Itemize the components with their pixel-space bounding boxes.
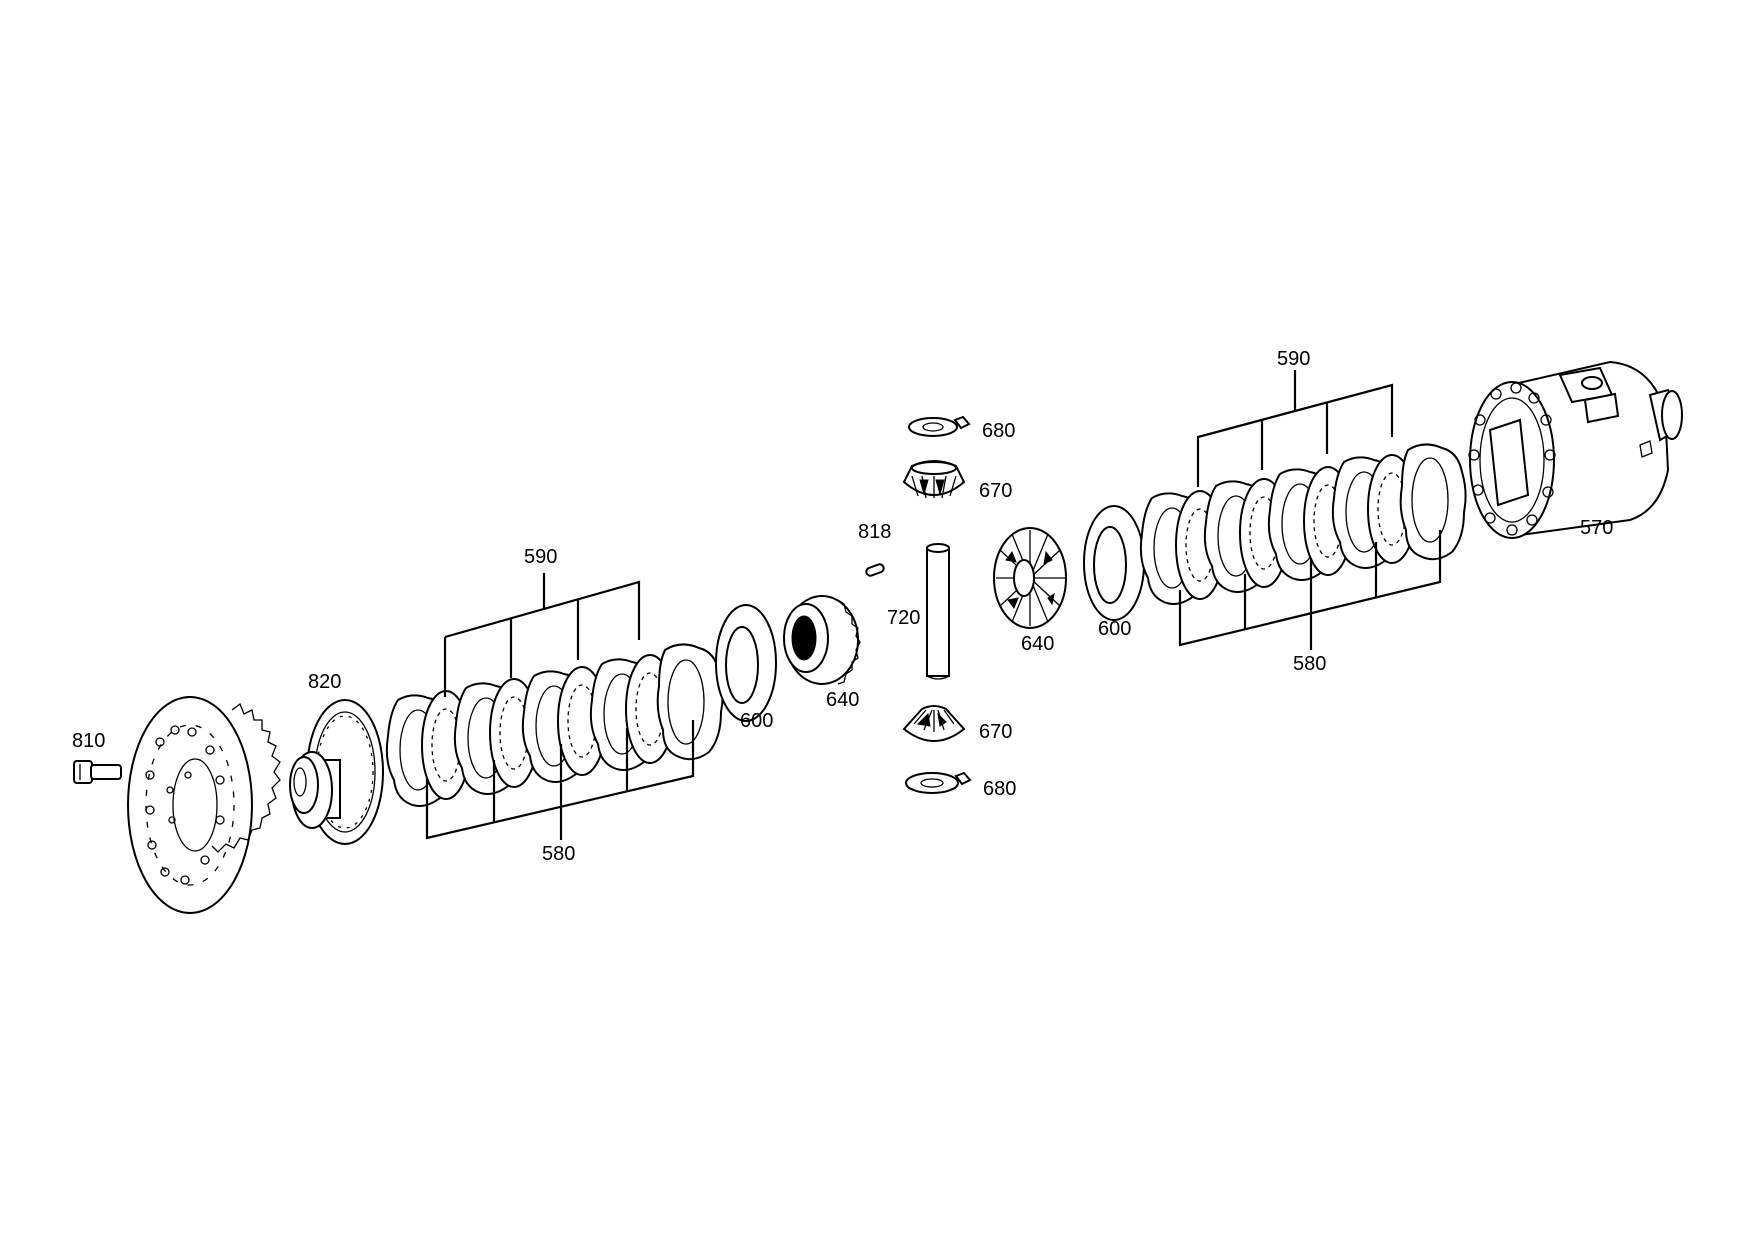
callout-labels: 810 820 590 580 600 640 818 720 680 670 … bbox=[72, 348, 1613, 865]
right-disc-pack bbox=[1139, 370, 1467, 650]
callout-580-right: 580 bbox=[1293, 653, 1326, 675]
left-disc-pack bbox=[385, 573, 724, 840]
part-640-right-gear bbox=[993, 527, 1067, 629]
callout-590-right: 590 bbox=[1277, 348, 1310, 370]
part-680-bottom-washer bbox=[905, 771, 972, 794]
callout-720: 720 bbox=[887, 607, 920, 629]
callout-680-top: 680 bbox=[982, 420, 1015, 442]
part-670-top-pinion bbox=[902, 460, 966, 499]
part-818-pin bbox=[865, 563, 885, 577]
part-600-left-washer bbox=[715, 604, 777, 722]
callout-640-left: 640 bbox=[826, 689, 859, 711]
callout-820: 820 bbox=[308, 671, 341, 693]
callout-600-left: 600 bbox=[740, 710, 773, 732]
callout-670-top: 670 bbox=[979, 480, 1012, 502]
callout-570: 570 bbox=[1580, 517, 1613, 539]
part-570-housing bbox=[1468, 360, 1683, 539]
callout-818: 818 bbox=[858, 521, 891, 543]
part-820-hub bbox=[289, 699, 384, 845]
callout-670-bottom: 670 bbox=[979, 721, 1012, 743]
part-810-bolt bbox=[73, 760, 122, 784]
part-720-shaft bbox=[926, 543, 950, 680]
callout-600-right: 600 bbox=[1098, 618, 1131, 640]
ring-gear bbox=[127, 696, 281, 914]
part-640-left-gear bbox=[783, 595, 861, 685]
callout-580-left: 580 bbox=[542, 843, 575, 865]
part-680-top-washer bbox=[908, 415, 971, 437]
callout-680-bottom: 680 bbox=[983, 778, 1016, 800]
callout-590-left: 590 bbox=[524, 546, 557, 568]
part-600-right-washer bbox=[1083, 505, 1145, 621]
callout-640-right: 640 bbox=[1021, 633, 1054, 655]
part-670-bottom-pinion bbox=[902, 705, 966, 742]
callout-810: 810 bbox=[72, 730, 105, 752]
